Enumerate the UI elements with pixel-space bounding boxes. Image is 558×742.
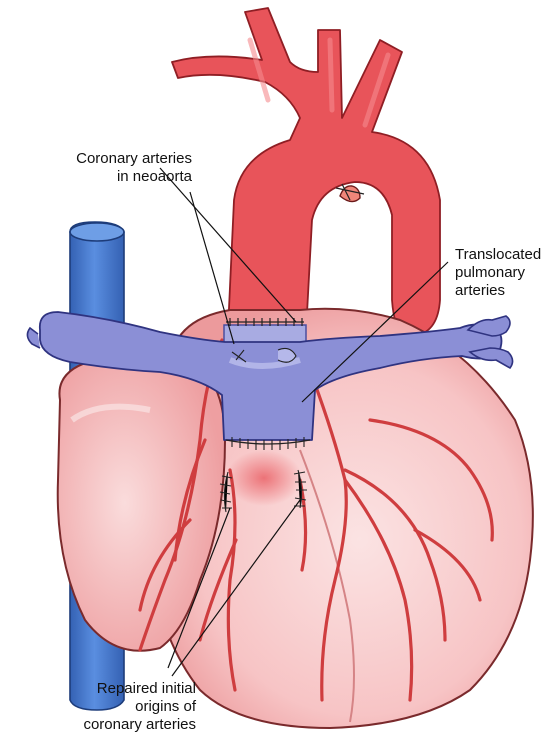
label-line: pulmonary: [455, 264, 555, 282]
label-line: Translocated: [455, 246, 555, 264]
aorta: [172, 8, 440, 335]
neoaorta-root: [224, 318, 306, 345]
label-coronary-arteries-neoaorta: Coronary arteries in neoaorta: [12, 150, 192, 186]
label-line: arteries: [455, 282, 555, 300]
label-line: coronary arteries: [20, 716, 196, 734]
label-repaired-initial-origins: Repaired initial origins of coronary art…: [20, 680, 196, 734]
label-line: in neoaorta: [12, 168, 192, 186]
label-translocated-pulmonary-arteries: Translocated pulmonary arteries: [455, 246, 555, 300]
label-line: Repaired initial: [20, 680, 196, 698]
label-line: Coronary arteries: [12, 150, 192, 168]
label-line: origins of: [20, 698, 196, 716]
